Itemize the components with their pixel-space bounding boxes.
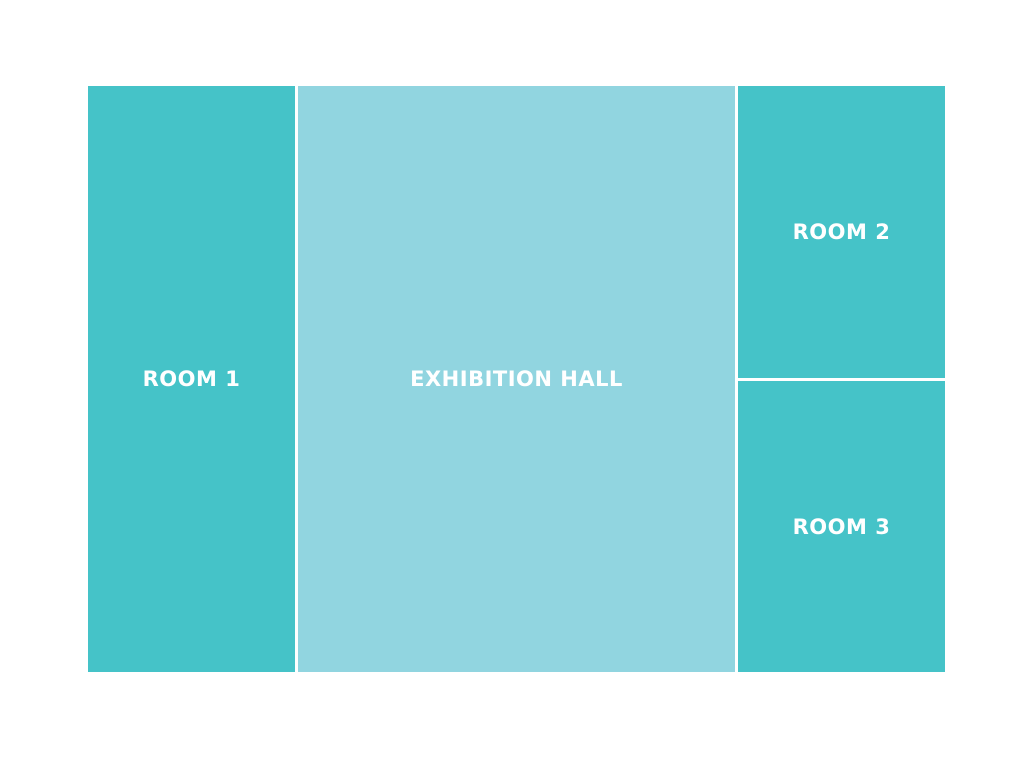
- room-2: ROOM 2: [738, 86, 945, 378]
- exhibition-hall-label: EXHIBITION HALL: [410, 367, 623, 391]
- room-1-label: ROOM 1: [142, 367, 241, 391]
- room-3: ROOM 3: [738, 381, 945, 672]
- room-3-label: ROOM 3: [792, 514, 891, 539]
- room-2-label: ROOM 2: [792, 220, 891, 244]
- exhibition-hall: EXHIBITION HALL: [298, 86, 735, 672]
- room-1: ROOM 1: [88, 86, 295, 672]
